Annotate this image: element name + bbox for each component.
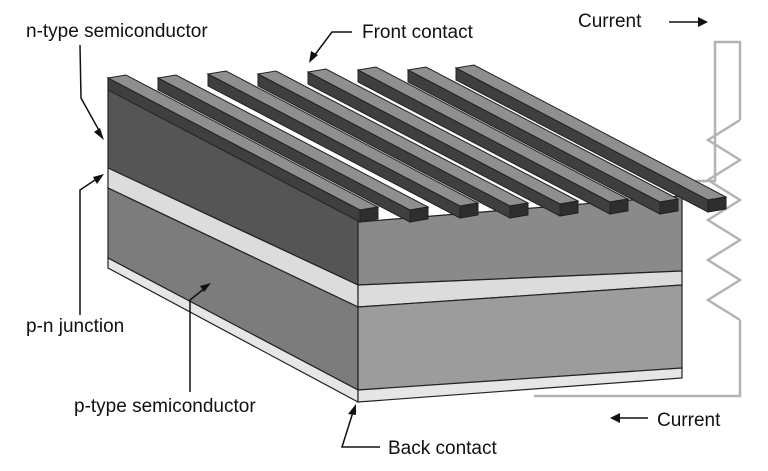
front-contact-pointer-arrow bbox=[313, 31, 352, 57]
n-type-pointer-head bbox=[94, 128, 104, 140]
finger-end-face bbox=[459, 202, 479, 219]
external-circuit bbox=[534, 40, 743, 398]
p-type-label: p-type semiconductor bbox=[74, 396, 256, 417]
front-contact-label: Front contact bbox=[362, 22, 474, 43]
back-contact-label: Back contact bbox=[388, 438, 497, 459]
front-contact-finger-8 bbox=[454, 64, 728, 213]
load-resistor bbox=[705, 118, 743, 322]
labels: n-type semiconductor Front contact Curre… bbox=[26, 11, 721, 459]
front-contact-pointer-head bbox=[309, 51, 318, 63]
finger-end-face bbox=[509, 202, 529, 219]
front-contact-fingers bbox=[106, 64, 728, 223]
circuit-wire-top bbox=[682, 40, 742, 183]
n-type-label: n-type semiconductor bbox=[26, 21, 208, 42]
pointer-arrows bbox=[79, 17, 708, 448]
finger-end-face bbox=[659, 198, 679, 215]
front-contact-finger-1 bbox=[106, 74, 380, 223]
current-bottom-label: Current bbox=[657, 410, 721, 431]
pn-junction-pointer-arrow bbox=[79, 177, 99, 315]
cell-front-side bbox=[357, 195, 683, 403]
front-contact-finger-3 bbox=[206, 70, 480, 219]
cell-left-side bbox=[107, 77, 359, 404]
p-type-pointer-arrow bbox=[189, 287, 206, 392]
back-contact-pointer-arrow bbox=[340, 411, 380, 448]
pn-junction-pointer-head bbox=[93, 174, 104, 184]
back-contact-front-face bbox=[357, 367, 683, 403]
current-bottom-arrow-head bbox=[610, 413, 620, 423]
front-contact-finger-5 bbox=[306, 68, 580, 217]
current-top-label: Current bbox=[578, 11, 642, 32]
finger-end-face bbox=[559, 200, 579, 217]
front-contact-finger-4 bbox=[256, 70, 530, 219]
front-contact-finger-6 bbox=[356, 66, 630, 215]
finger-end-face bbox=[707, 196, 727, 213]
p-type-pointer-head bbox=[200, 283, 211, 292]
front-contact-finger-7 bbox=[406, 66, 680, 215]
circuit-wire-bottom bbox=[534, 320, 742, 398]
finger-end-face bbox=[359, 206, 379, 223]
current-top-arrow-head bbox=[698, 17, 708, 27]
pn-junction-label: p-n junction bbox=[26, 316, 124, 337]
finger-end-face bbox=[609, 198, 629, 215]
back-contact-pointer-head bbox=[348, 404, 356, 415]
finger-end-face bbox=[409, 206, 429, 223]
n-type-pointer-arrow bbox=[79, 44, 102, 135]
front-contact-finger-2 bbox=[156, 74, 430, 223]
